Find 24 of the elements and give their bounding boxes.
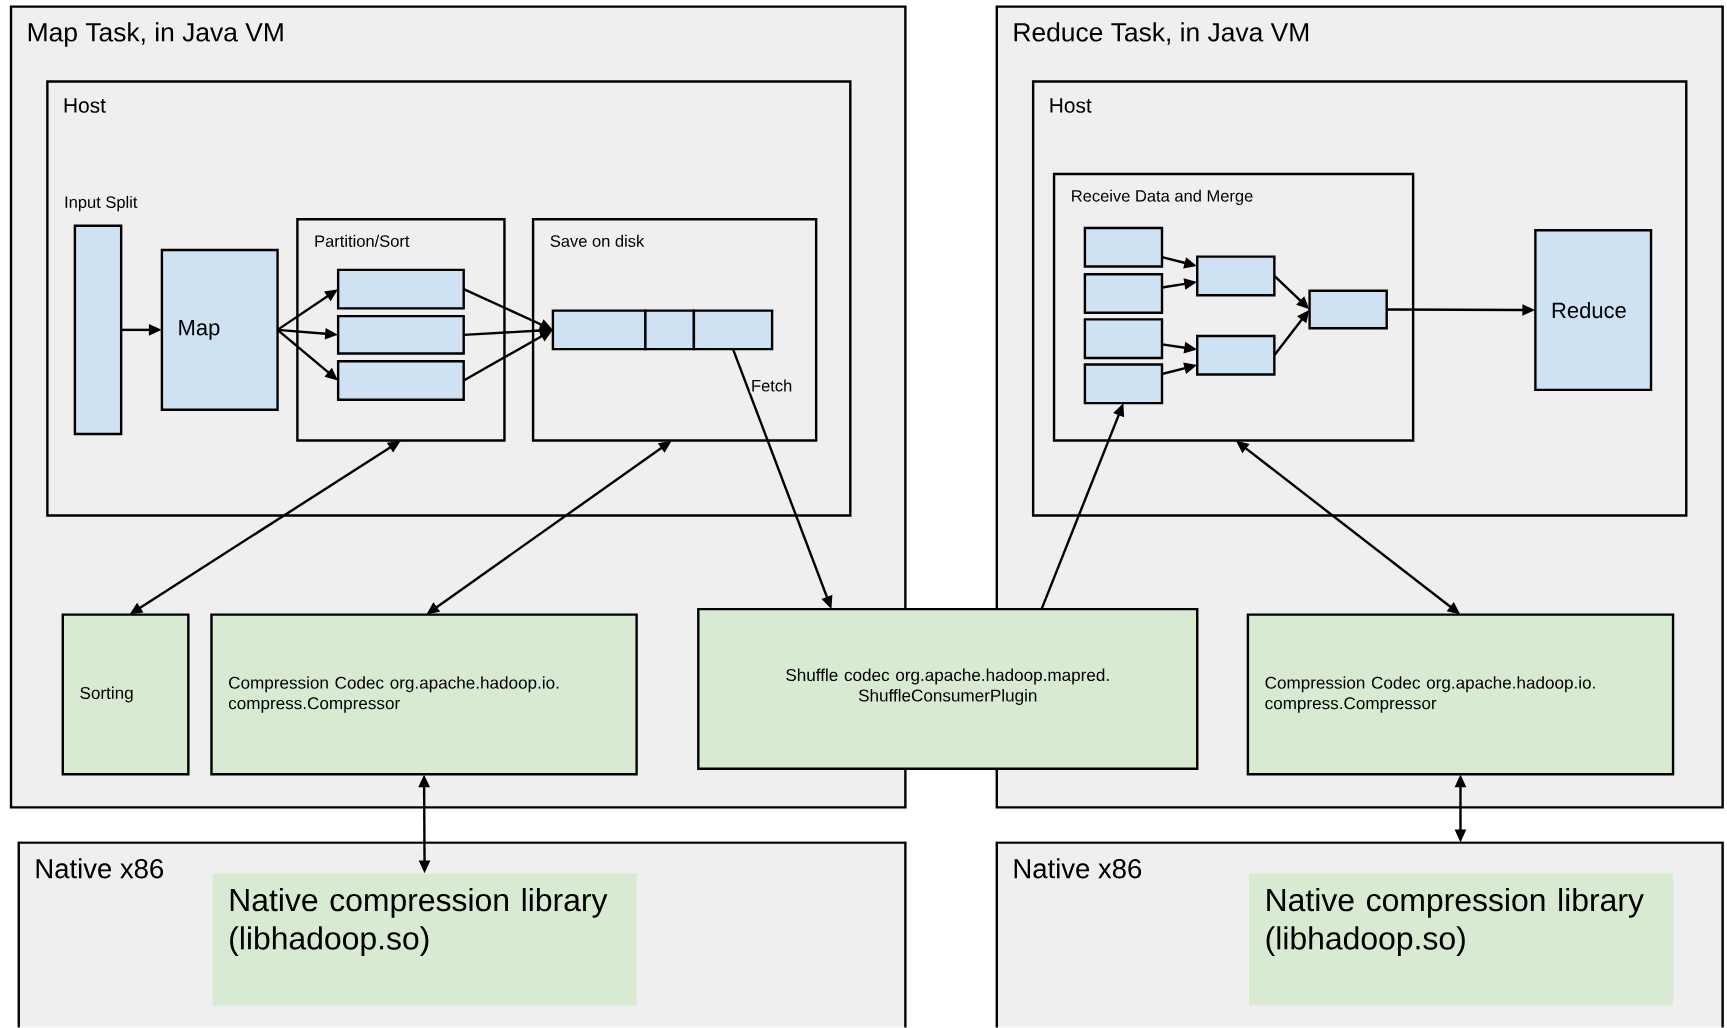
buffer-box	[1196, 334, 1276, 376]
buffer-box	[1083, 273, 1164, 315]
codec-box: Compression Codec org.apache.hadoop.io. compress.Compressor	[210, 613, 638, 776]
buffer-box	[1083, 363, 1164, 405]
buffer-box	[336, 315, 465, 355]
edge-label: Fetch	[750, 378, 794, 393]
buffer-box	[336, 268, 465, 310]
process-box: Reduce	[1534, 229, 1653, 392]
buffer-box	[336, 360, 465, 402]
node-label: Input Split	[65, 196, 138, 212]
buffer-box	[1083, 227, 1164, 268]
codec-box: Compression Codec org.apache.hadoop.io. compress.Compressor	[1246, 613, 1675, 776]
process-box: Map	[160, 249, 279, 412]
input-split-bar: Input Split	[65, 196, 138, 436]
component-box: Sorting	[61, 613, 190, 776]
disk-segment	[692, 309, 774, 351]
buffer-box	[1308, 289, 1388, 330]
buffer-box	[1196, 255, 1276, 297]
buffer-box	[1083, 318, 1164, 360]
disk-segment	[644, 309, 696, 351]
codec-box: Shuffle codec org.apache.hadoop.mapred. ShuffleConsumerPlugin	[697, 608, 1199, 771]
library-box: Native compression library (libhadoop.so)	[1249, 873, 1674, 1006]
library-box: Native compression library (libhadoop.so)	[212, 873, 637, 1006]
disk-segment	[551, 309, 647, 351]
